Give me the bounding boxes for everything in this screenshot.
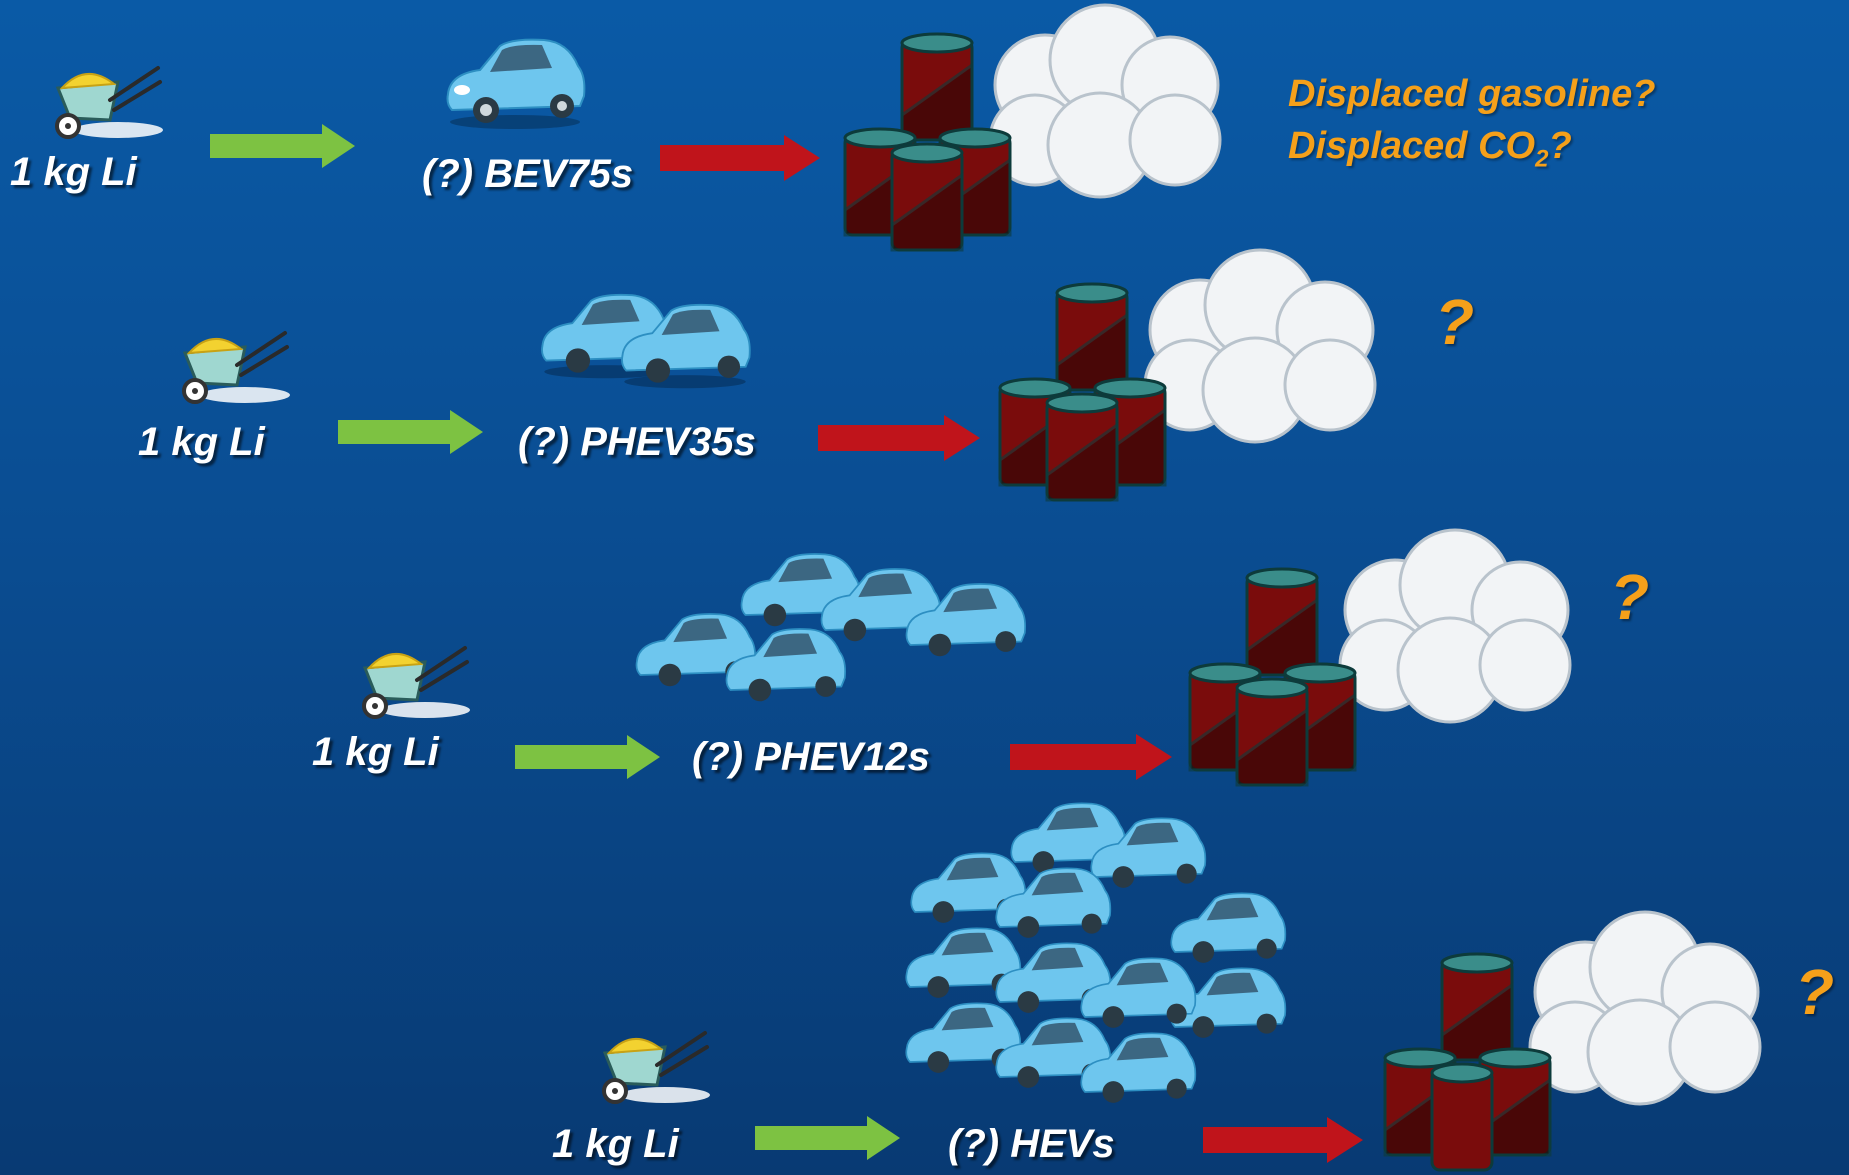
car-icon xyxy=(995,867,1112,938)
oil-barrel-stack xyxy=(1188,567,1357,787)
question-mark: ? xyxy=(1610,561,1650,633)
arrow-right-icon xyxy=(818,415,980,461)
cloud-icon xyxy=(1143,248,1377,444)
arrow-right-icon xyxy=(660,135,820,181)
question-mark: ? xyxy=(1435,286,1475,358)
vehicle-label: (?) PHEV12s xyxy=(692,735,930,779)
lithium-label: 1 kg Li xyxy=(10,150,137,194)
vehicle-label: (?) BEV75s xyxy=(422,152,634,196)
car-icon xyxy=(905,927,1022,998)
car-icon xyxy=(1170,967,1287,1038)
wheelbarrow-icon xyxy=(55,66,163,139)
displaced-note: Displaced gasoline? Displaced CO2? xyxy=(1288,68,1655,186)
car-icon xyxy=(1080,1032,1197,1103)
car-icon xyxy=(725,628,846,702)
car-icon xyxy=(905,583,1026,657)
oil-barrel-stack xyxy=(1383,952,1552,1172)
arrow-right-icon xyxy=(755,1116,900,1160)
wheelbarrow-icon xyxy=(602,1031,710,1104)
car-icon xyxy=(635,613,756,687)
car-icon xyxy=(1080,957,1197,1028)
wheelbarrow-icon xyxy=(182,331,290,404)
oil-barrel-stack xyxy=(843,32,1012,252)
oil-barrel-stack xyxy=(998,282,1167,502)
cloud-icon xyxy=(988,3,1222,199)
cloud-icon xyxy=(1528,910,1762,1106)
note-line-2: Displaced CO2? xyxy=(1288,125,1572,173)
wheelbarrow-icon xyxy=(362,646,470,719)
question-mark: ? xyxy=(1795,956,1835,1028)
lithium-label: 1 kg Li xyxy=(312,730,439,774)
note-line-1: Displaced gasoline? xyxy=(1288,73,1656,115)
car-icon xyxy=(905,1002,1022,1073)
vehicle-label: (?) PHEV35s xyxy=(518,420,756,464)
arrow-right-icon xyxy=(338,410,483,454)
lithium-label: 1 kg Li xyxy=(138,420,265,464)
lithium-label: 1 kg Li xyxy=(552,1122,679,1166)
car-icon xyxy=(621,303,751,389)
arrow-right-icon xyxy=(515,735,660,779)
arrow-right-icon xyxy=(210,124,355,168)
car-icon xyxy=(1170,892,1287,963)
arrow-right-icon xyxy=(1203,1117,1363,1163)
car-icon xyxy=(1090,817,1207,888)
vehicle-label: (?) HEVs xyxy=(948,1122,1115,1166)
cloud-icon xyxy=(1338,528,1572,724)
car-icon xyxy=(446,38,586,129)
arrow-right-icon xyxy=(1010,734,1172,780)
